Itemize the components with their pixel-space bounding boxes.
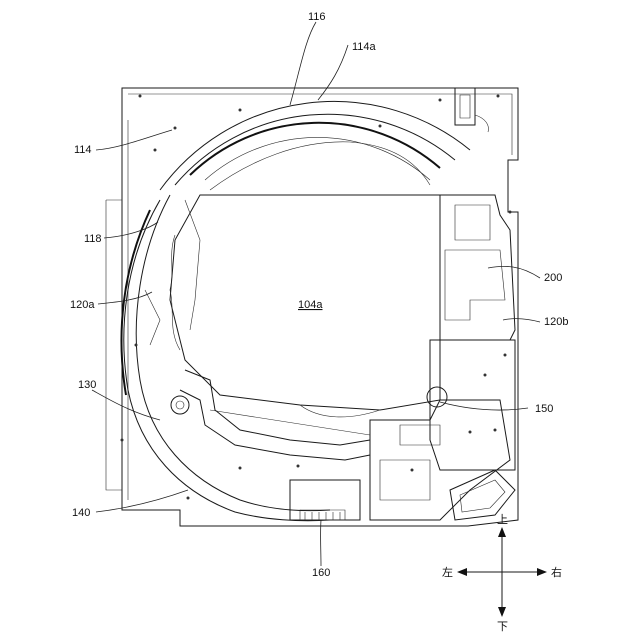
bottom-unit xyxy=(290,480,360,520)
label-118: 118 xyxy=(84,233,102,245)
label-160: 160 xyxy=(312,567,330,579)
label-200: 200 xyxy=(544,272,562,284)
arrow-right-icon xyxy=(537,568,547,576)
lower-duct xyxy=(171,370,370,460)
direction-up-label: 上 xyxy=(497,513,508,526)
label-130: 130 xyxy=(78,379,96,391)
label-104a: 104a xyxy=(298,299,323,311)
label-116: 116 xyxy=(308,11,326,23)
direction-down-label: 下 xyxy=(497,620,508,633)
label-114: 114 xyxy=(74,144,92,156)
label-140: 140 xyxy=(72,507,90,519)
label-120b: 120b xyxy=(544,316,568,328)
label-150: 150 xyxy=(535,403,553,415)
leader-lines xyxy=(92,22,540,566)
right-module xyxy=(430,195,515,470)
tub-ring xyxy=(160,101,470,190)
label-114a: 114a xyxy=(352,41,377,53)
label-120a: 120a xyxy=(70,299,95,311)
hinge-detail xyxy=(455,88,488,132)
arrow-left-icon xyxy=(457,568,467,576)
direction-left-label: 左 xyxy=(442,566,453,579)
direction-compass: 上 下 左 右 xyxy=(442,513,562,633)
fasteners xyxy=(121,95,512,500)
fan-assembly xyxy=(370,387,515,520)
left-duct xyxy=(121,195,330,521)
drum-opening xyxy=(170,142,440,417)
direction-right-label: 右 xyxy=(551,565,562,579)
arrow-down-icon xyxy=(498,607,506,617)
arrow-up-icon xyxy=(498,527,506,537)
